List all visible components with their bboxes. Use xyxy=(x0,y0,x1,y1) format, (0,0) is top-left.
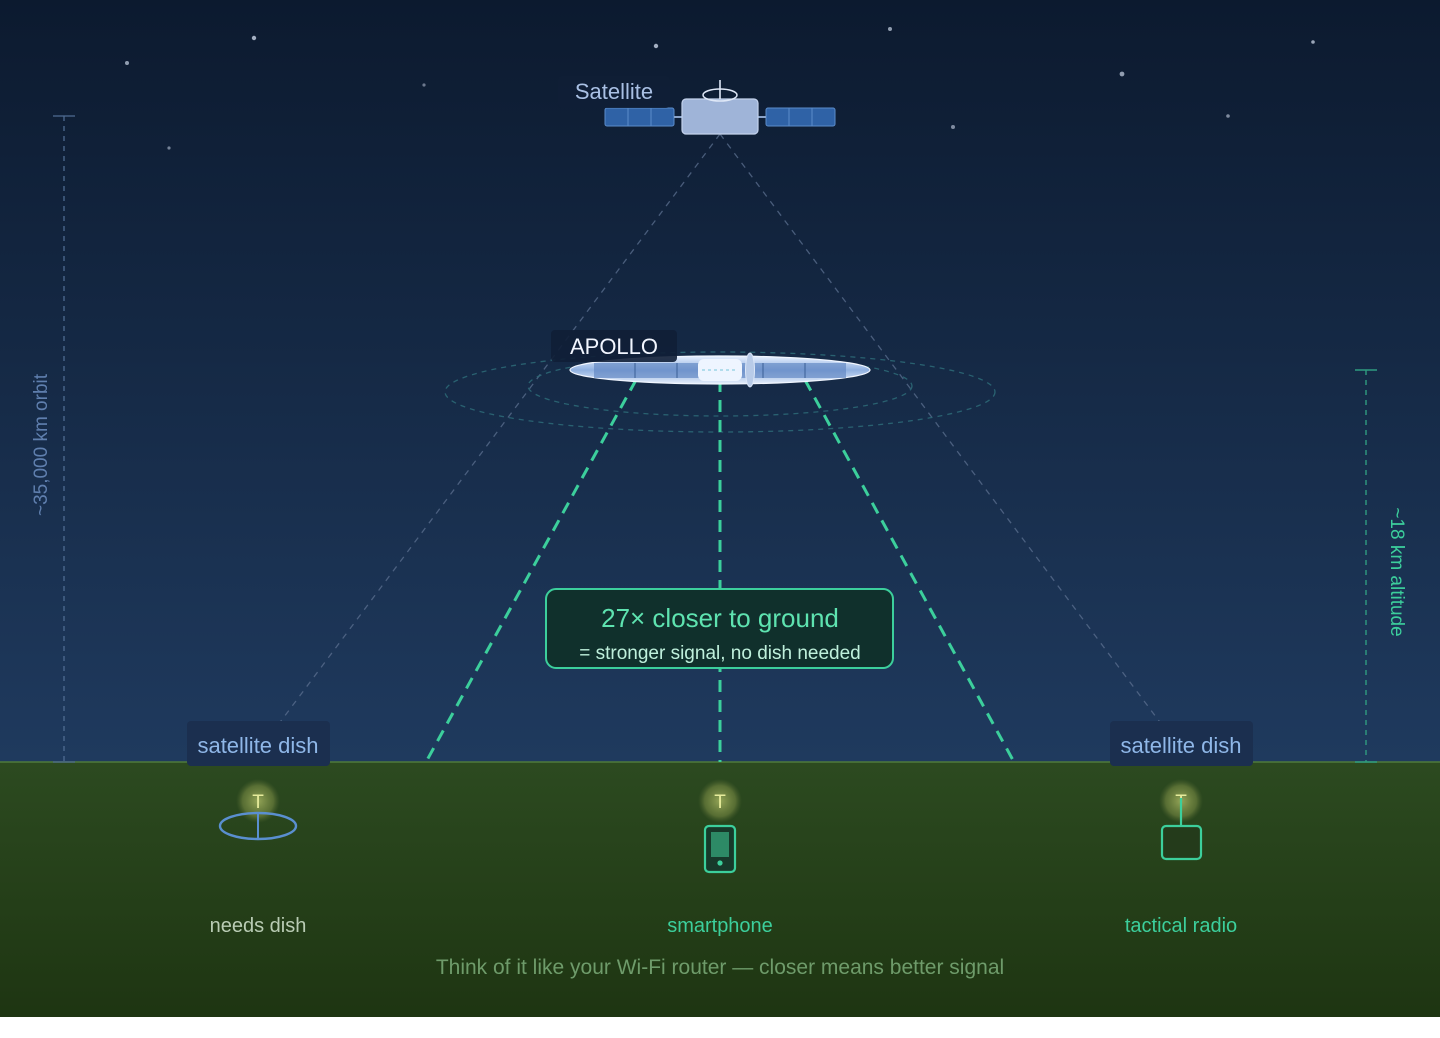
scene-canvas: ~35,000 km orbit ~18 km altitude Satelli… xyxy=(0,0,1440,1017)
smartphone-icon xyxy=(703,824,737,874)
apollo-label-bg xyxy=(551,330,677,362)
star xyxy=(653,43,659,49)
star xyxy=(888,27,892,31)
star xyxy=(951,125,955,129)
satellite-label: Satellite xyxy=(575,79,653,104)
star xyxy=(167,146,171,150)
satellite-body xyxy=(681,98,759,135)
satellite-solar-panel-left xyxy=(604,107,675,127)
altitude-label: ~18 km altitude xyxy=(1386,507,1407,636)
callout-title: 27× closer to ground xyxy=(601,603,839,633)
altitude-scale xyxy=(1355,369,1377,763)
right-badge: satellite dish xyxy=(1110,721,1253,766)
satellite-dish-icon xyxy=(218,811,298,841)
satellite-beam-left xyxy=(277,133,721,726)
apollo-tail xyxy=(745,352,755,388)
orbit-scale xyxy=(53,115,75,763)
star xyxy=(125,61,129,65)
device-label-right: tactical radio xyxy=(1125,915,1237,937)
apollo-icon xyxy=(569,352,871,388)
satellite-label-bg xyxy=(558,76,670,108)
satellite-beam-right xyxy=(719,133,1163,726)
left-badge-label: satellite dish xyxy=(197,733,318,758)
orbit-label: ~35,000 km orbit xyxy=(31,373,52,516)
left-badge: satellite dish xyxy=(187,721,330,766)
stars xyxy=(125,27,1315,150)
apollo-label: APOLLO xyxy=(570,334,658,359)
star xyxy=(1226,114,1230,118)
tower-left: T xyxy=(236,779,280,823)
callout-subtitle: = stronger signal, no dish needed xyxy=(579,643,861,664)
apollo-signal-beams xyxy=(424,379,1016,763)
star xyxy=(1311,40,1315,44)
apollo-beam-left xyxy=(424,379,638,763)
footer-note: Think of it like your Wi-Fi router — clo… xyxy=(436,956,1004,979)
device-label-left: needs dish xyxy=(210,915,307,937)
apollo-beam-right xyxy=(803,379,1016,763)
satellite-antenna xyxy=(702,88,738,102)
device-label-center: smartphone xyxy=(667,915,773,937)
tower-center: T xyxy=(698,779,742,823)
tower-center-glyph: T xyxy=(714,792,726,813)
satellite-signal-beams xyxy=(277,133,1163,726)
tower-left-glyph: T xyxy=(252,792,264,813)
star xyxy=(1119,71,1125,77)
callout-box: 27× closer to ground = stronger signal, … xyxy=(545,588,894,669)
tactical-radio-icon xyxy=(1160,798,1203,861)
satellite-icon xyxy=(604,80,836,135)
star xyxy=(251,35,257,41)
right-badge-label: satellite dish xyxy=(1120,733,1241,758)
star xyxy=(422,83,426,87)
satellite-solar-panel-right xyxy=(765,107,836,127)
